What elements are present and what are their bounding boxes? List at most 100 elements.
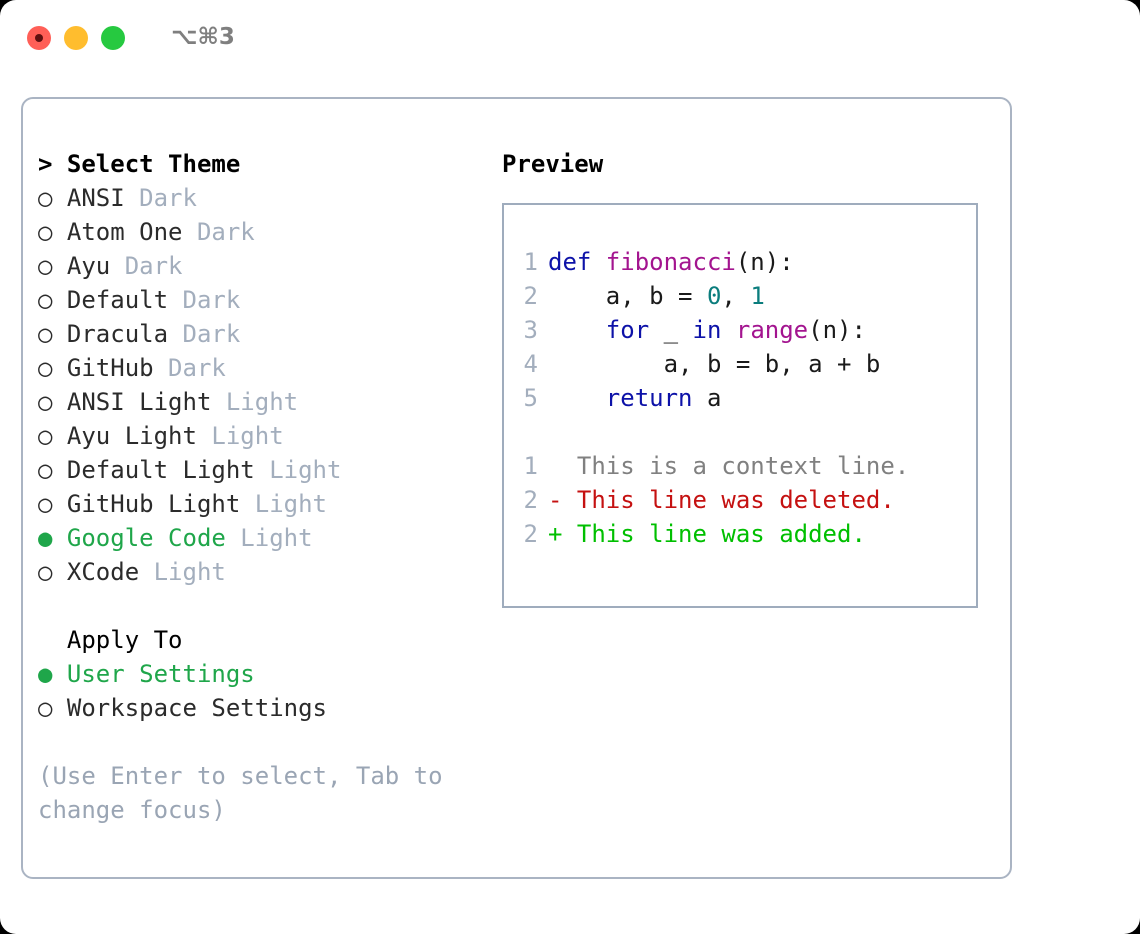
- theme-option-ayu[interactable]: ○ Ayu Dark: [38, 249, 488, 283]
- diff-sample: 1 This is a context line.2- This line wa…: [516, 449, 970, 551]
- theme-variant-label: Dark: [168, 320, 241, 348]
- apply-to-header: Apply To: [38, 626, 183, 654]
- diff-line-deleted: 2- This line was deleted.: [516, 483, 970, 517]
- theme-variant-label: Dark: [182, 218, 255, 246]
- code-token-plain: a, b = b, a + b: [548, 350, 881, 378]
- theme-option-label: ANSI: [52, 184, 125, 212]
- code-token-plain: a: [692, 384, 722, 412]
- line-number: 4: [523, 350, 538, 378]
- minimize-window-button[interactable]: [64, 26, 88, 50]
- radio-unselected-icon: ○: [38, 422, 53, 450]
- radio-unselected-icon: ○: [38, 456, 53, 484]
- code-token-plain: _: [649, 316, 693, 344]
- radio-unselected-icon: ○: [38, 490, 53, 518]
- code-token-kw: in: [692, 316, 722, 344]
- code-token-kw: return: [605, 384, 693, 412]
- theme-option-github[interactable]: ○ GitHub Dark: [38, 351, 488, 385]
- title-bar: ⌥⌘3: [0, 0, 1140, 78]
- theme-selection-column: > Select Theme ○ ANSI Dark○ Atom One Dar…: [38, 147, 488, 827]
- keyboard-hint-text: (Use Enter to select, Tab to change focu…: [38, 762, 443, 824]
- panel-columns: > Select Theme ○ ANSI Dark○ Atom One Dar…: [23, 99, 1010, 877]
- preview-header: Preview: [502, 150, 604, 178]
- theme-option-google-code[interactable]: ● Google Code Light: [38, 521, 488, 555]
- theme-option-label: XCode: [52, 558, 140, 586]
- line-number: 2: [523, 282, 538, 310]
- code-line: 2 a, b = 0, 1: [516, 279, 970, 313]
- line-number: 1: [523, 248, 538, 276]
- theme-option-default-light[interactable]: ○ Default Light Light: [38, 453, 488, 487]
- radio-unselected-icon: ○: [38, 320, 53, 348]
- theme-variant-label: Light: [254, 456, 342, 484]
- radio-unselected-icon: ○: [38, 252, 53, 280]
- radio-selected-icon: ●: [38, 524, 53, 552]
- radio-unselected-icon: ○: [38, 184, 53, 212]
- apply-to-option-workspace-settings[interactable]: ○ Workspace Settings: [38, 691, 488, 725]
- code-diff-separator: [516, 415, 970, 449]
- theme-option-label: Atom One: [52, 218, 183, 246]
- code-token-kw: for: [605, 316, 650, 344]
- theme-variant-label: Dark: [124, 184, 197, 212]
- theme-option-xcode[interactable]: ○ XCode Light: [38, 555, 488, 589]
- close-window-button[interactable]: [27, 26, 51, 50]
- diff-line-added: 2 + This line was added.: [516, 517, 970, 551]
- theme-variant-label: Light: [240, 490, 327, 518]
- code-token-punc: (n):: [735, 248, 794, 276]
- select-theme-header: > Select Theme: [38, 150, 241, 178]
- apply-to-option-label: User Settings: [52, 660, 255, 688]
- diff-text: This is a context line.: [576, 452, 910, 480]
- theme-list[interactable]: ○ ANSI Dark○ Atom One Dark○ Ayu Dark○ De…: [38, 181, 488, 589]
- theme-option-label: Ayu: [52, 252, 111, 280]
- theme-option-ansi-light[interactable]: ○ ANSI Light Light: [38, 385, 488, 419]
- apply-to-list[interactable]: ● User Settings○ Workspace Settings: [38, 657, 488, 725]
- code-line: 5 return a: [516, 381, 970, 415]
- traffic-lights: [27, 26, 125, 50]
- theme-variant-label: Dark: [110, 252, 183, 280]
- theme-option-default[interactable]: ○ Default Dark: [38, 283, 488, 317]
- theme-option-github-light[interactable]: ○ GitHub Light Light: [38, 487, 488, 521]
- theme-option-ayu-light[interactable]: ○ Ayu Light Light: [38, 419, 488, 453]
- theme-option-label: Google Code: [52, 524, 226, 552]
- radio-unselected-icon: ○: [38, 388, 53, 416]
- radio-unselected-icon: ○: [38, 354, 53, 382]
- maximize-window-button[interactable]: [101, 26, 125, 50]
- theme-variant-label: Light: [225, 524, 313, 552]
- diff-line-context: 1 This is a context line.: [516, 449, 970, 483]
- code-token-num: 1: [750, 282, 765, 310]
- code-token-punc: (n):: [808, 316, 866, 344]
- apply-to-option-user-settings[interactable]: ● User Settings: [38, 657, 488, 691]
- line-number: 1: [523, 452, 538, 480]
- theme-variant-label: Light: [139, 558, 226, 586]
- main-panel: > Select Theme ○ ANSI Dark○ Atom One Dar…: [21, 97, 1012, 879]
- diff-text: This line was added.: [576, 520, 866, 548]
- diff-marker: +: [548, 520, 577, 548]
- code-token-plain: [721, 316, 735, 344]
- code-token-plain: [548, 316, 606, 344]
- code-line: 3 for _ in range(n):: [516, 313, 970, 347]
- code-token-plain: a, b =: [548, 282, 707, 310]
- code-line: 4 a, b = b, a + b: [516, 347, 970, 381]
- theme-option-label: GitHub Light: [52, 490, 241, 518]
- theme-option-label: Default Light: [52, 456, 255, 484]
- theme-option-ansi[interactable]: ○ ANSI Dark: [38, 181, 488, 215]
- line-number: 2: [523, 486, 538, 514]
- line-number: 5: [523, 384, 538, 412]
- theme-option-dracula[interactable]: ○ Dracula Dark: [38, 317, 488, 351]
- diff-text: This line was deleted.: [576, 486, 895, 514]
- line-number: 2: [523, 520, 538, 548]
- theme-variant-label: Dark: [153, 354, 226, 382]
- radio-unselected-icon: ○: [38, 558, 53, 586]
- theme-option-atom-one[interactable]: ○ Atom One Dark: [38, 215, 488, 249]
- keyboard-shortcut-label: ⌥⌘3: [171, 24, 235, 50]
- radio-unselected-icon: ○: [38, 694, 53, 722]
- radio-selected-icon: ●: [38, 660, 53, 688]
- theme-option-label: GitHub: [52, 354, 154, 382]
- code-token-kw: def: [548, 248, 606, 276]
- theme-option-label: Dracula: [52, 320, 169, 348]
- code-token-fn: range: [735, 316, 809, 344]
